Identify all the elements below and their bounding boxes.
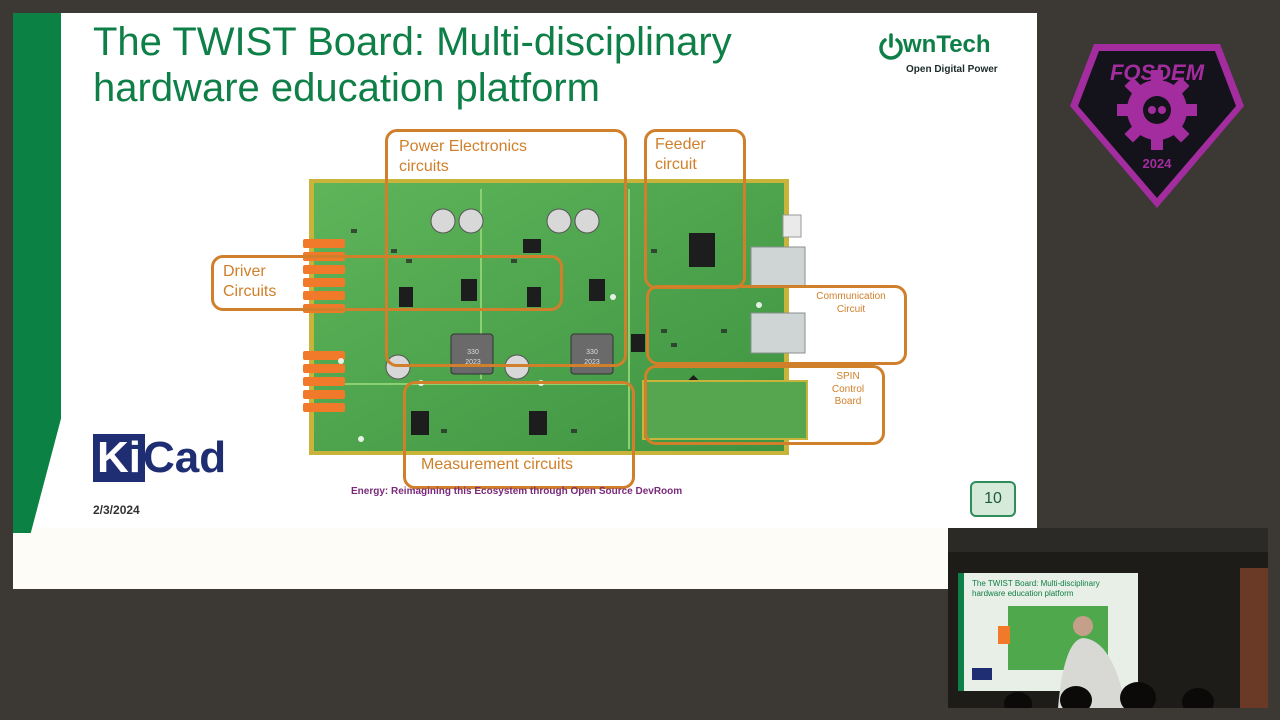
camera-slide-title-line1: The TWIST Board: Multi-disciplinary <box>972 579 1100 588</box>
fosdem-name: FOSDEM <box>1110 60 1205 85</box>
kicad-logo-mark: Ki <box>93 434 145 482</box>
twist-board-diagram: 330 2023 330 2023 <box>211 129 907 493</box>
slide-accent-bar <box>13 13 61 533</box>
callout-driver-label: Driver Circuits <box>223 262 276 302</box>
callout-power-line2: circuits <box>399 158 449 175</box>
fosdem-logo: FOSDEM 2024 <box>1070 44 1244 208</box>
callout-spin-line2: Control <box>831 383 865 395</box>
power-icon <box>879 33 903 60</box>
callout-communication-label: Communication Circuit <box>809 291 893 316</box>
callout-power-electronics <box>385 129 627 367</box>
presentation-slide: The TWIST Board: Multi-disciplinary hard… <box>13 13 1037 589</box>
kicad-logo: Ki Cad <box>93 433 233 486</box>
callout-power-electronics-label: Power Electronics circuits <box>399 137 527 177</box>
camera-feed-image: The TWIST Board: Multi-disciplinary hard… <box>948 528 1268 708</box>
kicad-logo-text: Cad <box>143 433 227 482</box>
callout-measurement-label: Measurement circuits <box>421 456 574 473</box>
slide-page-number: 10 <box>970 481 1016 517</box>
callout-comm-line1: Communication <box>816 291 886 302</box>
camera-slide-title-line2: hardware education platform <box>972 589 1074 598</box>
speaker-camera-inset: The TWIST Board: Multi-disciplinary hard… <box>948 528 1268 708</box>
fosdem-year: 2024 <box>1143 156 1173 171</box>
callout-spin-line1: SPIN <box>836 371 860 382</box>
callout-driver-line1: Driver <box>223 263 266 280</box>
callout-communication <box>646 285 907 365</box>
owntech-logo-tagline: Open Digital Power <box>906 64 998 75</box>
callout-feeder-line2: circuit <box>655 156 697 173</box>
inductor-label-left: 330 <box>467 349 479 356</box>
owntech-logo: wnTech Open Digital Power <box>877 31 1009 79</box>
callout-spin <box>644 365 885 445</box>
callout-feeder-label: Feeder circuit <box>655 135 706 175</box>
slide-date: 2/3/2024 <box>93 503 140 517</box>
callout-spin-label: SPIN Control Board <box>823 371 873 409</box>
slide-title: The TWIST Board: Multi-disciplinary hard… <box>93 19 863 111</box>
inductor-year-right: 2023 <box>584 359 600 366</box>
inductor-label-right: 330 <box>586 349 598 356</box>
callout-spin-line3: Board <box>834 396 862 407</box>
callout-power-line1: Power Electronics <box>399 138 528 155</box>
pcb-board-image: 330 2023 330 2023 <box>303 179 808 455</box>
owntech-logo-name: wnTech <box>903 31 991 58</box>
callout-driver <box>211 255 563 311</box>
inductor-year-left: 2023 <box>465 359 481 366</box>
callout-feeder-line1: Feeder <box>655 136 706 153</box>
slide-title-line1: The TWIST Board: Multi-disciplinary <box>93 20 732 64</box>
callout-driver-line2: Circuits <box>223 283 277 300</box>
slide-title-line2: hardware education platform <box>93 66 600 110</box>
callout-comm-line2: Circuit <box>836 303 866 315</box>
callout-measurement <box>403 381 635 489</box>
slide-footer-devroom: Energy: Reimagining this Ecosystem throu… <box>351 486 683 497</box>
